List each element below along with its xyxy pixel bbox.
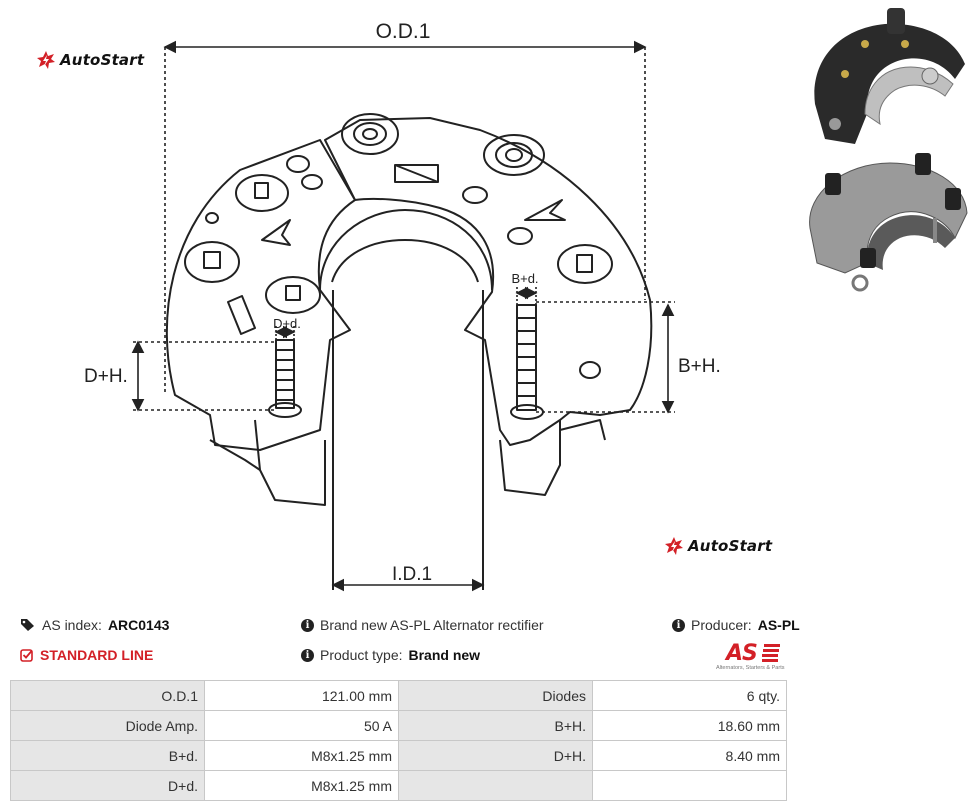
rectifier-technical-drawing: O.D.1 I.D.1 D+H. B+H. D+d. B+d. bbox=[84, 20, 721, 592]
producer-label: Producer: bbox=[691, 617, 752, 633]
spec-label-cell: B+d. bbox=[10, 740, 205, 771]
spec-label-cell: D+d. bbox=[10, 770, 205, 801]
bh-dimension-label: B+H. bbox=[678, 356, 721, 377]
as-pl-logo-subtitle: Alternators, Starters & Parts bbox=[716, 665, 785, 671]
product-type-label: Product type: bbox=[320, 647, 403, 663]
tag-icon bbox=[21, 619, 34, 631]
dh-dimension-label: D+H. bbox=[84, 366, 128, 387]
as-pl-logo-stripes-icon bbox=[762, 644, 780, 662]
as-index-value: ARC0143 bbox=[107, 617, 170, 633]
spec-value-cell: 50 A bbox=[204, 710, 399, 741]
spec-label-cell bbox=[398, 770, 593, 801]
info-icon: i bbox=[672, 618, 685, 632]
autostart-logo-top: AutoStart bbox=[36, 50, 144, 70]
spec-label-cell: Diodes bbox=[398, 680, 593, 711]
table-row: D+d.M8x1.25 mm bbox=[10, 770, 787, 801]
spec-value-cell: M8x1.25 mm bbox=[204, 740, 399, 771]
autostart-logo-text: AutoStart bbox=[688, 537, 773, 555]
line-info: STANDARD LINE bbox=[20, 647, 153, 663]
info-icon: i bbox=[301, 618, 314, 632]
product-type-info: i Product type: Brand new bbox=[301, 647, 480, 663]
autostart-logo-icon bbox=[37, 51, 55, 69]
spec-label-cell: Diode Amp. bbox=[10, 710, 205, 741]
standard-line-label: STANDARD LINE bbox=[40, 647, 154, 663]
id-dimension-label: I.D.1 bbox=[392, 564, 432, 585]
autostart-logo-icon bbox=[665, 537, 683, 555]
dd-dimension-label: D+d. bbox=[273, 316, 301, 331]
as-index-info: AS index: ARC0143 bbox=[20, 617, 169, 633]
autostart-logo-bottom: AutoStart bbox=[664, 536, 772, 556]
product-description: Brand new AS-PL Alternator rectifier bbox=[320, 617, 544, 633]
product-type-value: Brand new bbox=[408, 647, 481, 663]
product-photo-top bbox=[814, 8, 965, 145]
spec-value-cell: 18.60 mm bbox=[592, 710, 787, 741]
spec-value-cell: 8.40 mm bbox=[592, 740, 787, 771]
spec-label-cell: O.D.1 bbox=[10, 680, 205, 711]
spec-label-cell: D+H. bbox=[398, 740, 593, 771]
od-dimension-label: O.D.1 bbox=[376, 20, 431, 43]
check-square-icon bbox=[20, 649, 33, 662]
producer-info: i Producer: AS-PL bbox=[672, 617, 800, 633]
autostart-logo-text: AutoStart bbox=[60, 51, 145, 69]
spec-value-cell: M8x1.25 mm bbox=[204, 770, 399, 801]
producer-value: AS-PL bbox=[757, 617, 800, 633]
as-pl-logo: AS Alternators, Starters & Parts bbox=[716, 641, 792, 671]
spec-value-cell bbox=[592, 770, 787, 801]
as-index-label: AS index: bbox=[42, 617, 102, 633]
spec-value-cell: 6 qty. bbox=[592, 680, 787, 711]
spec-label-cell: B+H. bbox=[398, 710, 593, 741]
bd-dimension-label: B+d. bbox=[511, 271, 538, 286]
info-icon: i bbox=[301, 648, 314, 662]
product-photo-bottom bbox=[809, 153, 968, 292]
spec-value-cell: 121.00 mm bbox=[204, 680, 399, 711]
description-info: i Brand new AS-PL Alternator rectifier bbox=[301, 617, 544, 633]
as-pl-logo-mark: AS bbox=[726, 641, 758, 666]
